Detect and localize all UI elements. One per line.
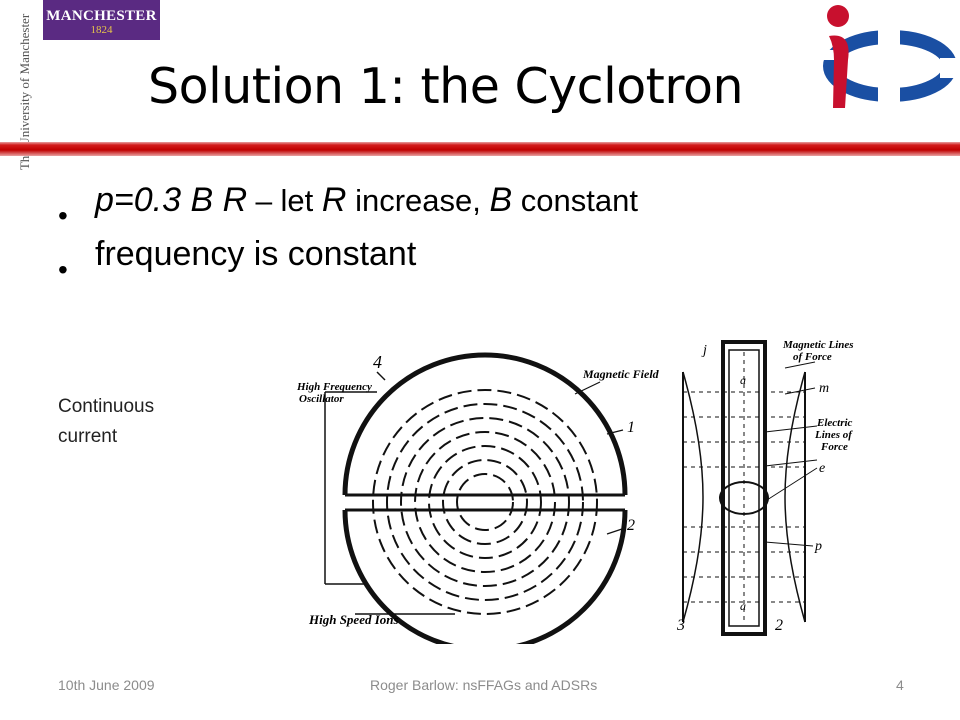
label-alpha-bottom: a [740, 599, 746, 613]
symbol-p: p [95, 181, 114, 219]
label-m: m [819, 381, 829, 396]
footer-page-number: 4 [896, 677, 904, 693]
bullet-item-momentum: • p=0.3 B R – let R increase, B constant [58, 176, 638, 231]
bullet-list: • p=0.3 B R – let R increase, B constant… [58, 176, 638, 285]
label-p: p [814, 539, 822, 554]
word-constant: constant [512, 183, 638, 218]
label-4: 4 [373, 352, 382, 372]
label-lines-of: Lines of [814, 429, 853, 441]
label-3: 3 [676, 617, 685, 634]
label-of-force: of Force [793, 351, 832, 363]
side-note-line-1: Continuous [58, 396, 155, 417]
label-high-speed-ions: High Speed Ions [308, 612, 399, 627]
word-let: let [280, 183, 322, 218]
symbol-r-2: R [321, 181, 347, 219]
footer-author: Roger Barlow: nsFFAGs and ADSRs [370, 677, 598, 693]
label-oscillator: Oscillator [299, 393, 344, 405]
symbol-b: B [190, 181, 214, 219]
bullet-text-frequency: frequency is constant [95, 235, 417, 273]
slide-title: Solution 1: the Cyclotron [148, 58, 744, 115]
footer-date: 10th June 2009 [58, 677, 155, 693]
label-alpha-top: a [740, 373, 746, 387]
label-force: Force [820, 441, 848, 453]
bullet-dot-icon: • [58, 200, 68, 231]
university-vertical-logo: The University of Manchester [8, 14, 42, 170]
title-divider-bar [0, 142, 960, 156]
dee-top-view [324, 352, 628, 644]
manchester-logo-year: 1824 [90, 24, 113, 36]
label-2: 2 [627, 517, 635, 534]
equation-fragment: =0.3 [113, 181, 191, 219]
bullet-item-frequency: • frequency is constant [58, 230, 638, 285]
word-increase: increase, [346, 183, 490, 218]
label-1: 1 [627, 419, 635, 436]
dash-separator: – [247, 185, 281, 218]
bullet-dot-icon: • [58, 254, 68, 285]
symbol-b-2: B [489, 181, 513, 219]
label-2-side: 2 [775, 617, 783, 634]
side-note: Continuous current [58, 392, 198, 452]
manchester-logo-text: MANCHESTER [46, 8, 157, 24]
label-magnetic-lines: Magnetic Lines [782, 339, 854, 351]
label-magnetic-field: Magnetic Field [582, 367, 660, 381]
label-high-frequency: High Frequency [296, 381, 372, 393]
side-note-line-2: current [58, 426, 118, 447]
label-j: j [701, 343, 707, 358]
magnet-side-view [682, 340, 818, 636]
symbol-r: R [213, 181, 248, 219]
ic-logo-icon [820, 5, 960, 108]
label-electric: Electric [816, 417, 853, 429]
cyclotron-diagram: 4 High Frequency Oscillator Magnetic Fie… [296, 339, 854, 644]
manchester-logo: MANCHESTER 1824 [43, 0, 160, 40]
label-e: e [819, 461, 825, 476]
